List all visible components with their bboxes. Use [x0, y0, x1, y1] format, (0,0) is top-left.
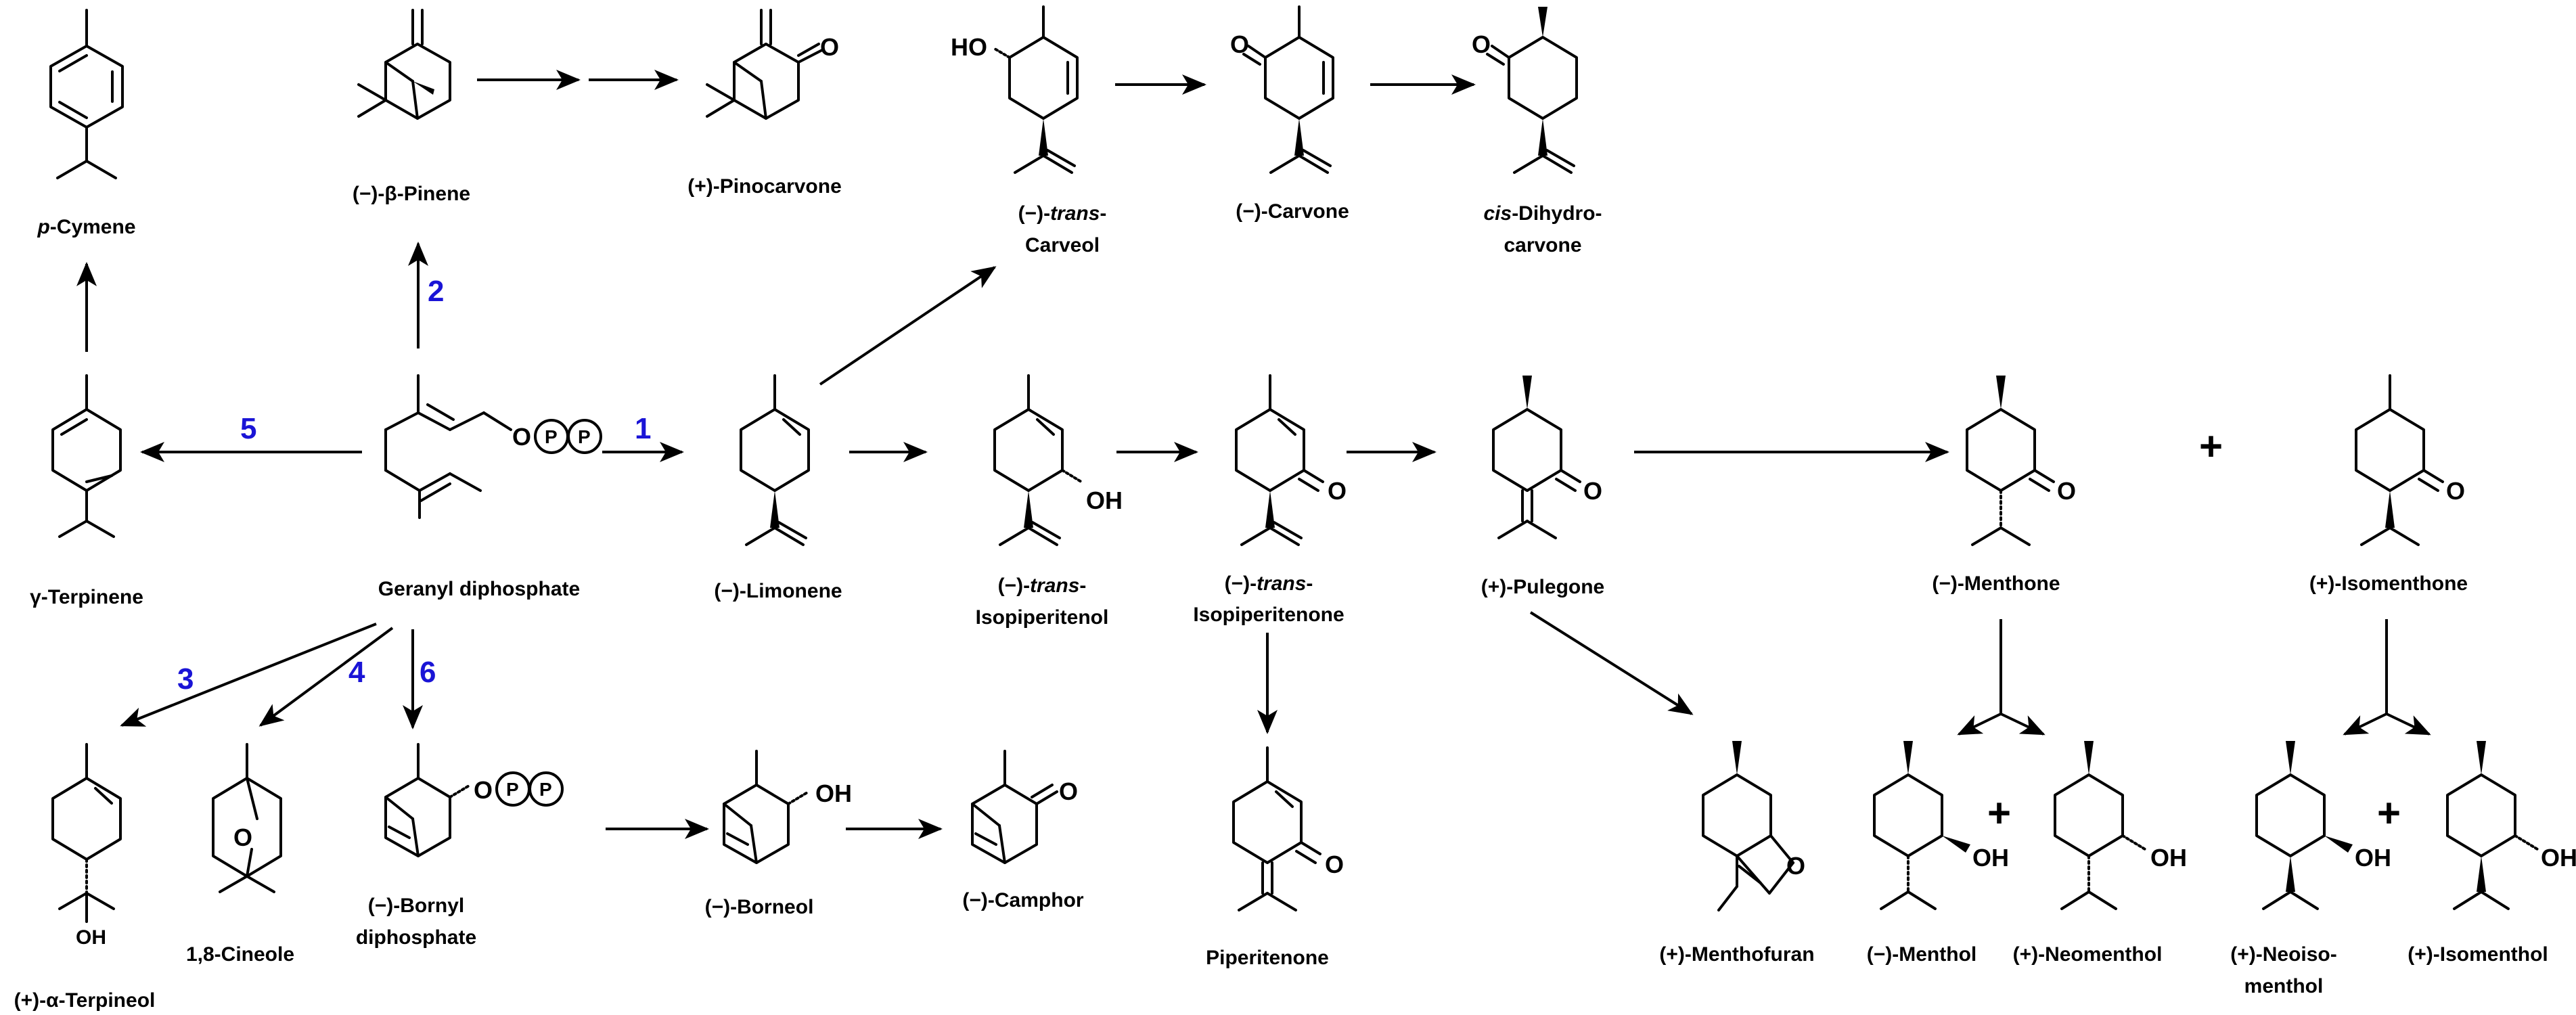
- phosphate-p: P: [539, 779, 552, 800]
- label-p-cymene: p-Cymene: [37, 216, 135, 238]
- plus-sign: +: [1987, 790, 2011, 836]
- step-labels: 1 2 3 4 5 6: [177, 275, 651, 696]
- label-bornyl-diphosphate-line2: diphosphate: [356, 926, 476, 949]
- phosphate-p: P: [545, 426, 558, 447]
- structure-piperitenone: O: [1232, 746, 1344, 911]
- structure-isomenthone: O: [2355, 374, 2465, 546]
- structure-cis-dihydrocarvone: O: [1472, 7, 1578, 174]
- structure-bornyl-diphosphate: O P P: [384, 743, 564, 857]
- step-label: 4: [348, 656, 365, 689]
- structure-pinocarvone: O: [706, 9, 839, 120]
- phosphate-p: P: [506, 779, 519, 800]
- label-menthone: (−)-Menthone: [1932, 572, 2060, 595]
- label-menthol: (−)-Menthol: [1867, 943, 1976, 966]
- structure-carvone: O: [1230, 5, 1334, 174]
- label-alpha-terpineol: (+)-α-Terpineol: [14, 989, 156, 1012]
- hydroxyl-group: OH: [815, 780, 852, 807]
- compound-labels: p-Cymene (−)-β-Pinene (+)-Pinocarvone (−…: [14, 175, 2548, 1012]
- structure-p-cymene: [49, 9, 124, 179]
- step-label: 2: [428, 275, 444, 308]
- label-isomenthone: (+)-Isomenthone: [2309, 572, 2468, 595]
- label-beta-pinene: (−)-β-Pinene: [353, 183, 470, 205]
- label-limonene: (−)-Limonene: [714, 580, 842, 602]
- label-piperitenone: Piperitenone: [1206, 947, 1329, 969]
- structure-pulegone: O: [1492, 376, 1602, 539]
- label-trans-carveol: (−)-trans-: [1018, 202, 1107, 225]
- label-neoisomenthol-line2: menthol: [2244, 975, 2324, 997]
- structure-neomenthol: OH: [2054, 741, 2187, 910]
- hydroxyl-group: OH: [76, 926, 106, 949]
- phosphate-p: P: [578, 426, 591, 447]
- structure-beta-pinene: [357, 9, 451, 120]
- label-neoisomenthol: (+)-Neoiso-: [2230, 943, 2337, 966]
- label-1-8-cineole: 1,8-Cineole: [186, 943, 294, 966]
- ketone-oxygen: O: [1059, 777, 1078, 805]
- ketone-oxygen: O: [1230, 30, 1249, 58]
- structure-isomenthol: OH: [2446, 741, 2576, 910]
- step-label: 3: [177, 662, 194, 696]
- label-cis-dihydrocarvone: cis-Dihydro-: [1483, 202, 1602, 225]
- label-neomenthol: (+)-Neomenthol: [2013, 943, 2163, 966]
- structure-menthone: O: [1966, 376, 2076, 546]
- structure-alpha-terpineol: OH: [51, 743, 122, 949]
- ketone-oxygen: O: [1325, 851, 1344, 878]
- hydroxyl-group: OH: [1086, 487, 1123, 514]
- label-menthofuran: (+)-Menthofuran: [1659, 943, 1814, 966]
- label-geranyl-diphosphate: Geranyl diphosphate: [378, 578, 580, 600]
- label-trans-isopiperitenol-line2: Isopiperitenol: [976, 606, 1109, 629]
- label-isomenthol: (+)-Isomenthol: [2408, 943, 2548, 966]
- structure-gamma-terpinene: [51, 374, 122, 538]
- label-trans-carveol-line2: Carveol: [1025, 234, 1100, 256]
- structure-1-8-cineole: O: [212, 743, 282, 893]
- hydroxyl-group: OH: [2355, 844, 2391, 872]
- label-bornyl-diphosphate: (−)-Bornyl: [368, 895, 465, 917]
- ketone-oxygen: O: [1328, 477, 1347, 505]
- ester-oxygen: O: [512, 423, 531, 451]
- ketone-oxygen: O: [820, 33, 839, 61]
- label-trans-isopiperitenone-line2: Isopiperitenone: [1193, 604, 1344, 626]
- label-trans-isopiperitenone: (−)-trans-: [1225, 572, 1313, 595]
- structure-trans-isopiperitenol: OH: [993, 374, 1123, 546]
- label-borneol: (−)-Borneol: [705, 896, 814, 918]
- structure-borneol: OH: [723, 750, 852, 864]
- label-camphor: (−)-Camphor: [962, 889, 1083, 911]
- structure-limonene: [740, 374, 810, 546]
- ketone-oxygen: O: [1583, 477, 1602, 505]
- structure-trans-isopiperitenone: O: [1235, 374, 1347, 546]
- ether-oxygen: O: [233, 824, 252, 851]
- structure-geranyl-diphosphate: O P P: [384, 374, 602, 519]
- step-label: 1: [635, 412, 651, 445]
- step-label: 5: [240, 412, 256, 445]
- label-cis-dihydrocarvone-line2: carvone: [1504, 234, 1581, 256]
- ester-oxygen: O: [474, 776, 493, 804]
- reaction-arrows: [76, 70, 2431, 839]
- hydroxyl-group: OH: [2150, 844, 2187, 872]
- label-gamma-terpinene: γ-Terpinene: [30, 586, 143, 608]
- hydroxyl-group: OH: [2541, 844, 2576, 872]
- structure-trans-carveol: HO: [951, 5, 1079, 174]
- structure-menthofuran: O: [1702, 741, 1805, 911]
- ketone-oxygen: O: [1472, 30, 1491, 58]
- structure-camphor: O: [971, 750, 1078, 864]
- hydroxyl-group: HO: [951, 33, 987, 61]
- structure-menthol: OH: [1873, 741, 2009, 910]
- structure-neoisomenthol: OH: [2255, 741, 2391, 910]
- hydroxyl-group: OH: [1972, 844, 2009, 872]
- ketone-oxygen: O: [2057, 477, 2076, 505]
- label-pulegone: (+)-Pulegone: [1481, 576, 1605, 598]
- plus-sign: +: [2199, 424, 2223, 469]
- step-label: 6: [420, 656, 436, 689]
- label-pinocarvone: (+)-Pinocarvone: [687, 175, 842, 198]
- plus-sign: +: [2377, 790, 2401, 836]
- label-trans-isopiperitenol: (−)-trans-: [998, 574, 1087, 597]
- label-carvone: (−)-Carvone: [1236, 200, 1349, 223]
- ketone-oxygen: O: [2446, 477, 2465, 505]
- furan-oxygen: O: [1786, 852, 1805, 880]
